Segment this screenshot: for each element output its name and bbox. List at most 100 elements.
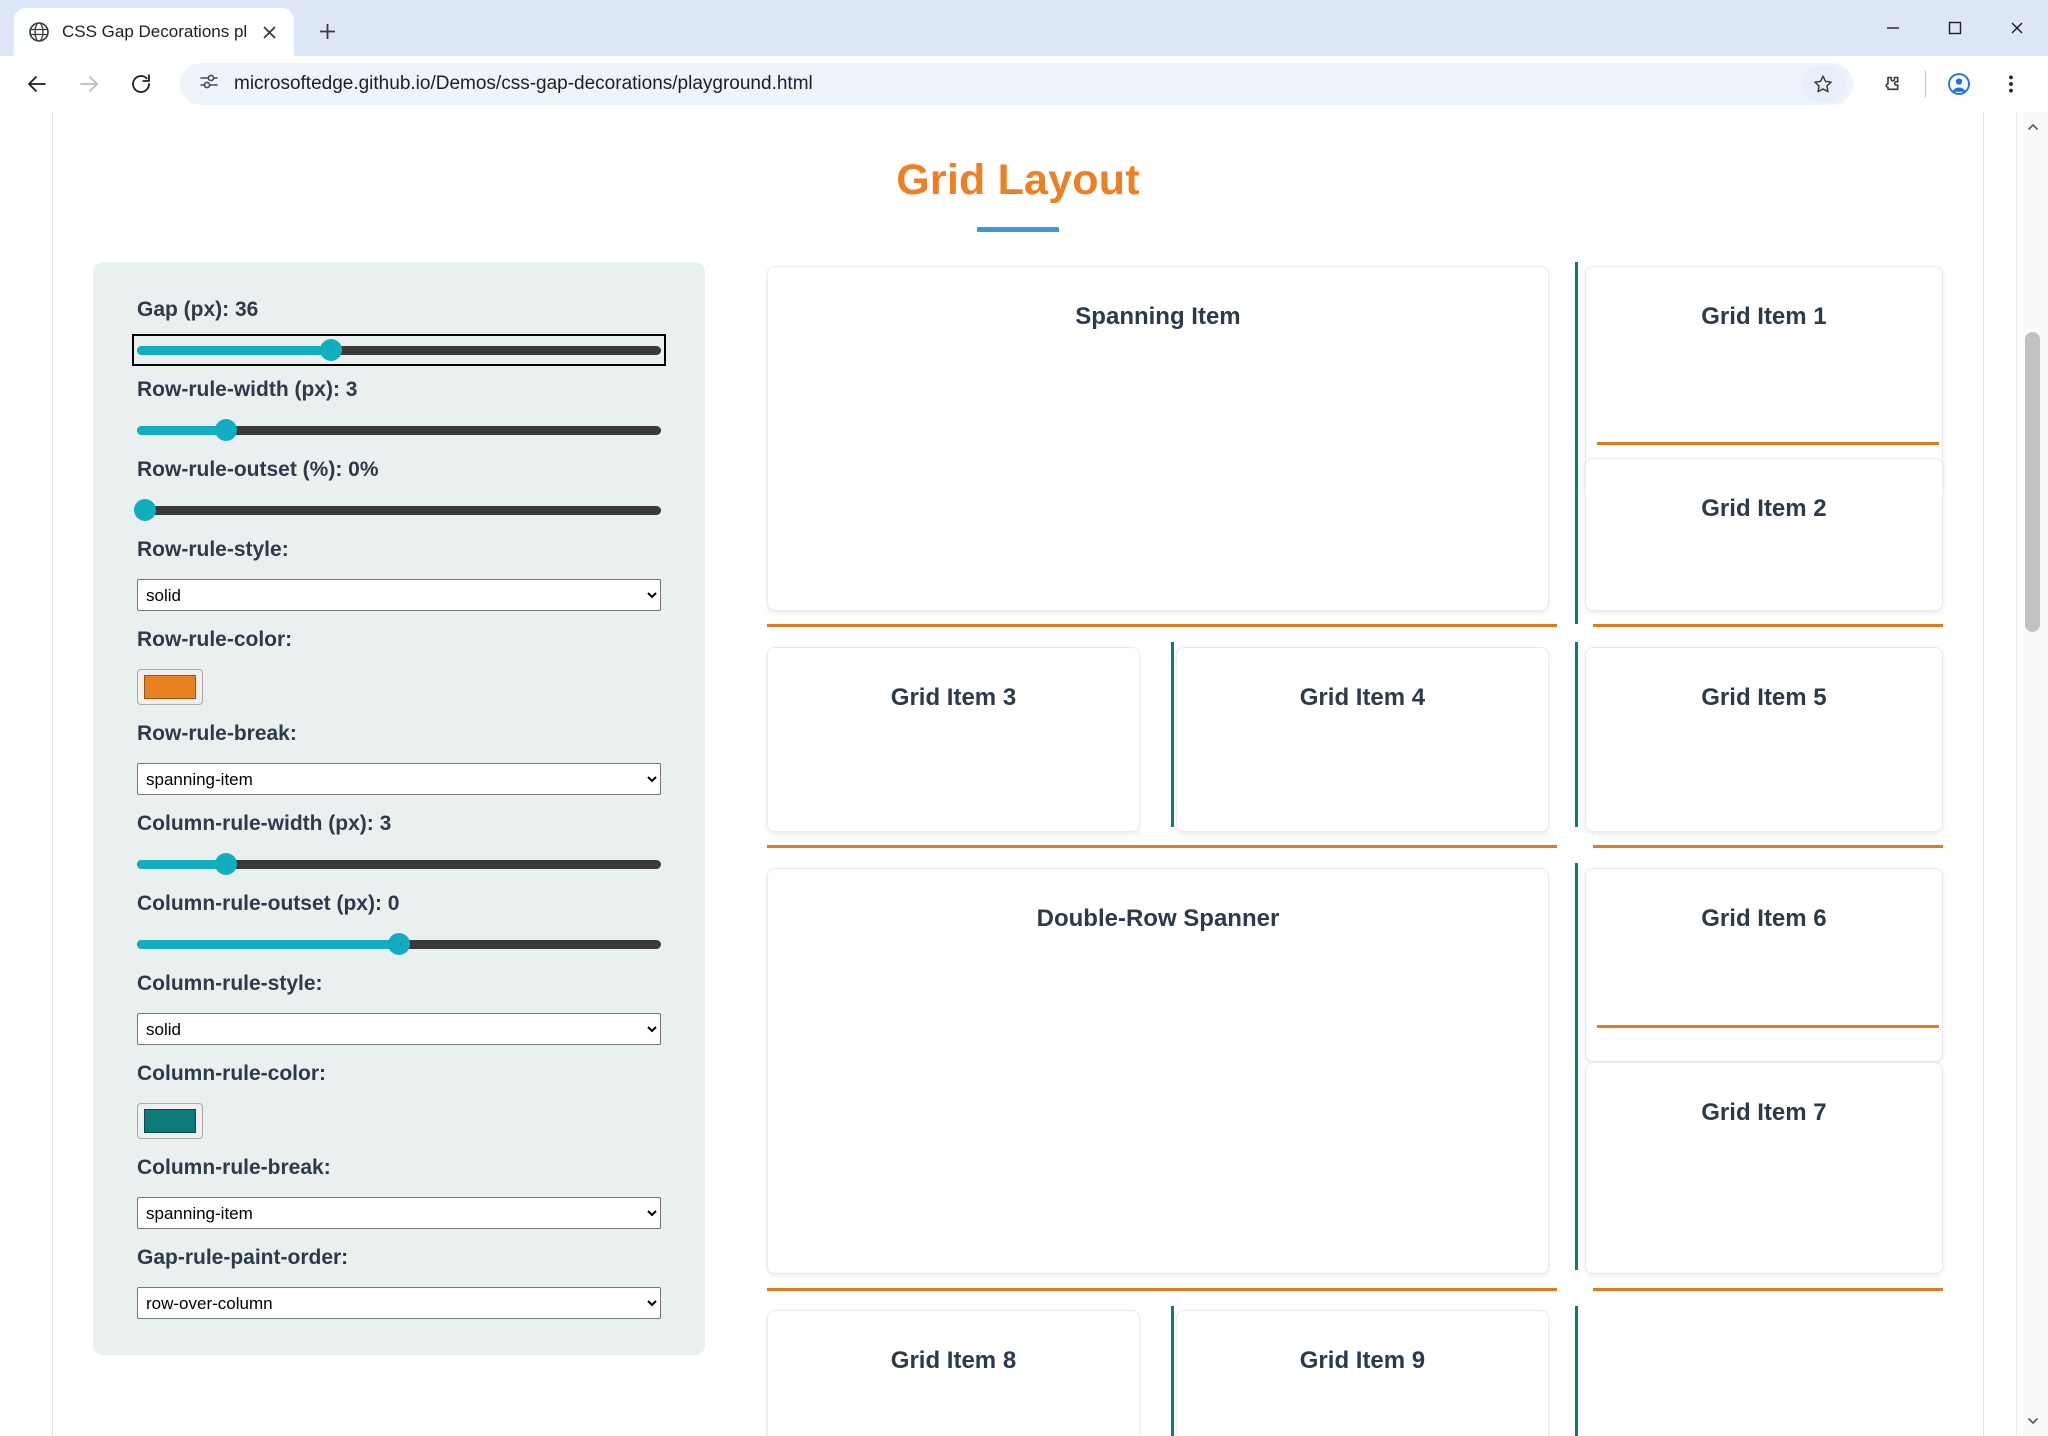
- control-row_rule_outset: Row-rule-outset (%): 0%: [133, 458, 661, 521]
- scrollbar-thumb[interactable]: [2025, 332, 2040, 632]
- grid-item-label: Grid Item 1: [1701, 303, 1827, 330]
- control-row_rule_color: Row-rule-color:: [137, 628, 661, 705]
- control-label-column_rule_outset: Column-rule-outset (px): 0: [137, 892, 400, 915]
- slider-row_rule_outset[interactable]: [133, 499, 661, 521]
- slider-thumb[interactable]: [215, 419, 238, 441]
- close-icon[interactable]: [258, 21, 280, 43]
- slider-thumb[interactable]: [319, 339, 342, 361]
- slider-track: [137, 859, 661, 869]
- back-button[interactable]: [14, 61, 60, 107]
- toolbar-divider: [1925, 71, 1926, 97]
- page-title: Grid Layout: [896, 156, 1140, 204]
- browser-tab[interactable]: CSS Gap Decorations playground: [14, 8, 294, 56]
- grid-item-gi1: Grid Item 1: [1584, 266, 1943, 494]
- control-label-row_rule_style: Row-rule-style:: [137, 538, 289, 561]
- browser-menu-button[interactable]: [1988, 61, 2034, 107]
- control-label-column_rule_color: Column-rule-color:: [137, 1062, 326, 1085]
- select-column_rule_break[interactable]: nonespanning-itemintersection: [137, 1197, 661, 1229]
- page-content: Grid Layout Gap (px): 36 Row-rule-width (…: [53, 112, 1983, 1436]
- grid-item-label: Grid Item 7: [1701, 1099, 1827, 1126]
- tab-title: CSS Gap Decorations playground: [62, 22, 246, 41]
- site-settings-icon[interactable]: [198, 71, 220, 98]
- slider-thumb[interactable]: [388, 933, 410, 955]
- page-canvas: Grid Layout Gap (px): 36 Row-rule-width (…: [0, 112, 2016, 1436]
- grid-item-span-item: Spanning Item: [767, 266, 1549, 611]
- control-column_rule_color: Column-rule-color:: [137, 1062, 661, 1139]
- page-viewport: Grid Layout Gap (px): 36 Row-rule-width (…: [0, 112, 2048, 1436]
- grid-item-gi6: Grid Item 6: [1584, 868, 1943, 1062]
- grid-item-gi7: Grid Item 7: [1584, 1062, 1943, 1274]
- color-swatch-column_rule_color[interactable]: [137, 1103, 203, 1139]
- tab-strip: CSS Gap Decorations playground: [0, 0, 2048, 56]
- control-row_rule_break: Row-rule-break: nonespanning-itemintersec…: [137, 722, 661, 795]
- reload-button[interactable]: [118, 61, 164, 107]
- grid-item-label: Grid Item 6: [1701, 905, 1827, 932]
- forward-button[interactable]: [66, 61, 112, 107]
- control-column_rule_style: Column-rule-style:nonesoliddasheddottedd…: [137, 972, 661, 1045]
- scroll-up-arrow-icon[interactable]: [2017, 112, 2048, 142]
- select-gap_rule_paint_order[interactable]: row-over-columncolumn-over-row: [137, 1287, 661, 1319]
- control-column_rule_break: Column-rule-break: nonespanning-iteminter…: [137, 1156, 661, 1229]
- grid-item-gi3: Grid Item 3: [767, 647, 1140, 832]
- control-gap: Gap (px): 36: [132, 298, 666, 366]
- page-scrollbar[interactable]: [2016, 112, 2048, 1436]
- color-swatch-fill: [144, 1109, 196, 1133]
- window-controls: [1862, 0, 2048, 56]
- grid-item-gi4: Grid Item 4: [1175, 647, 1549, 832]
- title-underline: [977, 227, 1059, 232]
- grid-item-gi8: Grid Item 8: [767, 1310, 1140, 1436]
- new-tab-button[interactable]: [304, 8, 350, 54]
- control-row_rule_style: Row-rule-style: nonesoliddasheddotteddoub…: [137, 538, 661, 611]
- slider-fill: [137, 345, 331, 355]
- three-dot-menu-icon: [2009, 75, 2013, 93]
- control-label-row_rule_outset: Row-rule-outset (%): 0%: [137, 458, 379, 481]
- slider-row_rule_width[interactable]: [137, 419, 661, 441]
- url-text: microsoftedge.github.io/Demos/css-gap-de…: [234, 73, 813, 94]
- grid-item-label: Grid Item 2: [1701, 495, 1827, 522]
- control-label-row_rule_width: Row-rule-width (px): 3: [137, 378, 358, 401]
- grid-item-gi2: Grid Item 2: [1584, 458, 1943, 611]
- slider-gap[interactable]: [132, 334, 666, 366]
- extensions-button[interactable]: [1869, 61, 1915, 107]
- control-label-column_rule_width: Column-rule-width (px): 3: [137, 812, 392, 835]
- select-row_rule_style[interactable]: nonesoliddasheddotteddoublegrooveridgein…: [137, 579, 661, 611]
- grid-item-label: Grid Item 9: [1299, 1347, 1426, 1374]
- window-close-button[interactable]: [1986, 0, 2048, 56]
- grid-item-label: Grid Item 5: [1701, 684, 1827, 711]
- color-swatch-row_rule_color[interactable]: [137, 669, 203, 705]
- plus-icon: [319, 23, 335, 39]
- bookmark-button[interactable]: [1801, 66, 1845, 102]
- grid-item-label: Grid Item 4: [1299, 684, 1426, 711]
- browser-toolbar: microsoftedge.github.io/Demos/css-gap-de…: [0, 56, 2048, 112]
- color-swatch-fill: [144, 675, 196, 699]
- maximize-button[interactable]: [1924, 0, 1986, 56]
- slider-fill: [137, 425, 227, 435]
- select-row_rule_break[interactable]: nonespanning-itemintersection: [137, 763, 661, 795]
- grid-item-label: Double-Row Spanner: [1036, 905, 1280, 932]
- slider-column_rule_width[interactable]: [137, 853, 661, 875]
- minimize-button[interactable]: [1862, 0, 1924, 56]
- slider-thumb[interactable]: [133, 499, 156, 521]
- slider-column_rule_outset[interactable]: [137, 933, 661, 955]
- profile-button[interactable]: [1936, 61, 1982, 107]
- control-column_rule_width: Column-rule-width (px): 3: [137, 812, 661, 875]
- select-column_rule_style[interactable]: nonesoliddasheddotteddoublegrooveridgein…: [137, 1013, 661, 1045]
- maximize-icon: [1948, 21, 1962, 35]
- scroll-down-arrow-icon[interactable]: [2017, 1406, 2048, 1436]
- grid-item-dbl: Double-Row Spanner: [767, 868, 1549, 1274]
- window-close-icon: [2011, 22, 2023, 34]
- control-label-column_rule_break: Column-rule-break:: [137, 1156, 331, 1179]
- grid-item-gi5: Grid Item 5: [1584, 647, 1943, 832]
- minimize-icon: [1887, 27, 1899, 29]
- address-bar[interactable]: microsoftedge.github.io/Demos/css-gap-de…: [180, 63, 1853, 105]
- grid-item-gi9: Grid Item 9: [1175, 1310, 1549, 1436]
- slider-thumb[interactable]: [215, 853, 238, 875]
- control-label-row_rule_break: Row-rule-break:: [137, 722, 297, 745]
- slider-track: [137, 345, 661, 355]
- slider-track: [137, 505, 661, 515]
- grid-item-label: Grid Item 8: [890, 1347, 1017, 1374]
- account-avatar-icon: [1948, 73, 1970, 95]
- control-gap_rule_paint_order: Gap-rule-paint-order:row-over-columncolu…: [137, 1246, 661, 1319]
- puzzle-piece-icon: [1885, 76, 1899, 91]
